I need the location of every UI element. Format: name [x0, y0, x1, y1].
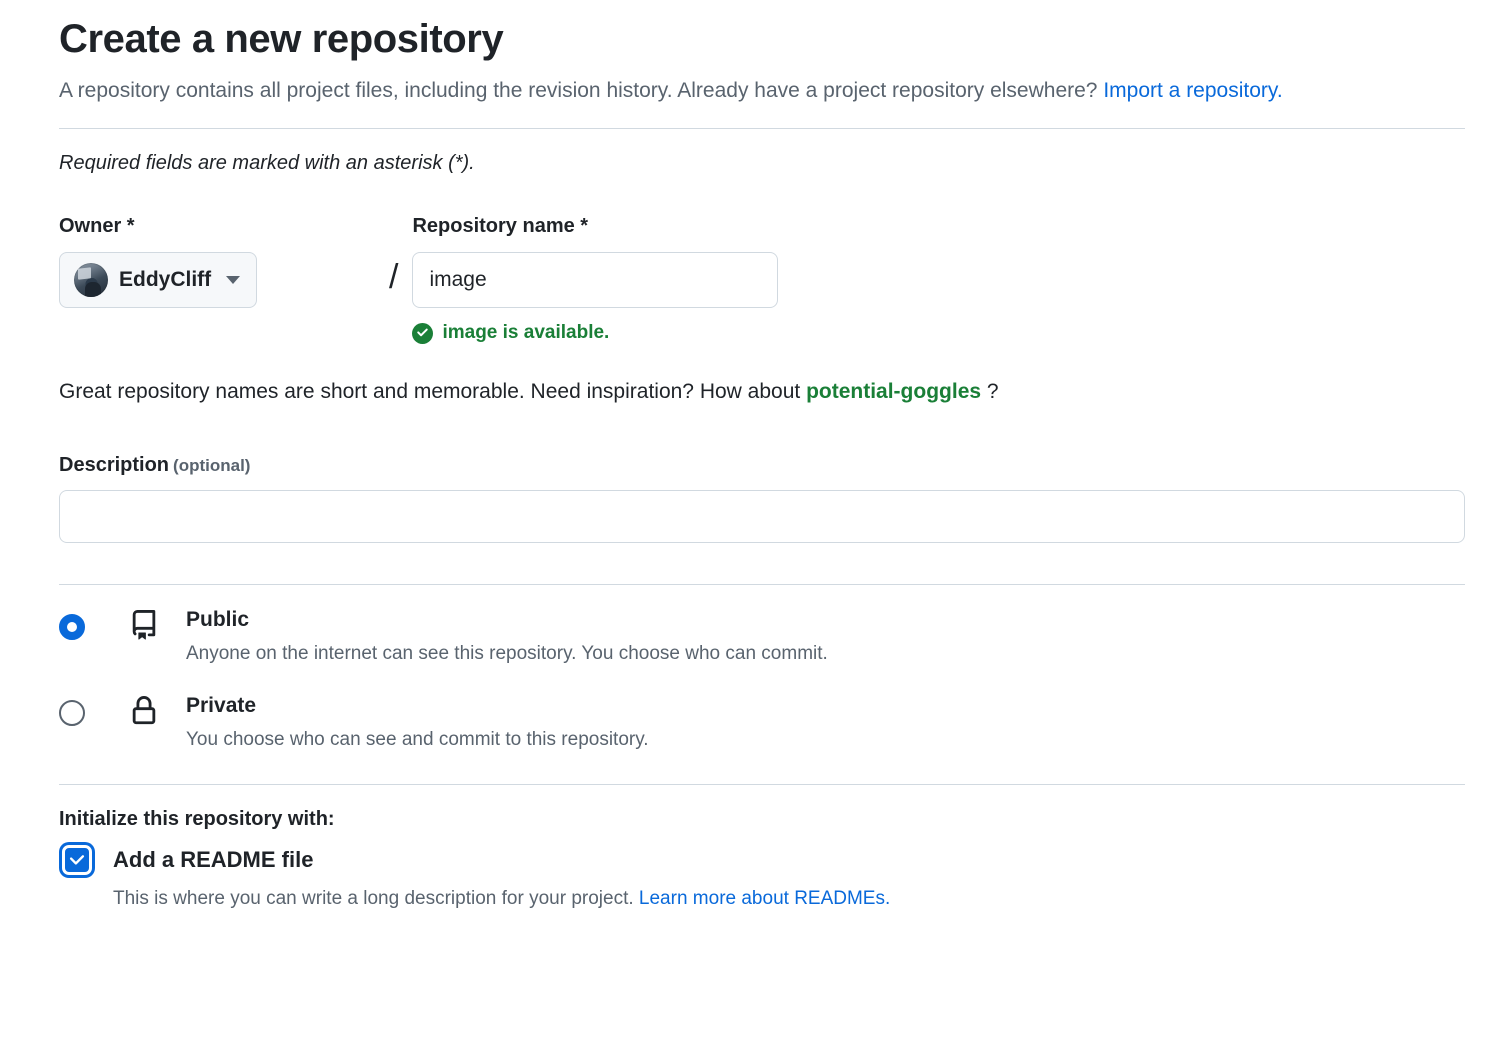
add-readme-row[interactable]: Add a README file [59, 845, 1465, 876]
user-avatar-icon [74, 263, 108, 298]
repo-icon [129, 610, 165, 645]
owner-label: Owner * [59, 215, 135, 238]
visibility-public-description: Anyone on the internet can see this repo… [186, 642, 828, 664]
owner-name: EddyCliff [119, 268, 212, 292]
add-readme-description-text: This is where you can write a long descr… [113, 888, 634, 910]
visibility-private-text: Private You choose who can see and commi… [186, 693, 649, 752]
visibility-option-private[interactable]: Private You choose who can see and commi… [59, 693, 1465, 752]
description-label-text: Description [59, 454, 170, 477]
import-repository-link[interactable]: Import a repository. [1103, 79, 1283, 102]
divider-top [59, 128, 1465, 130]
suggested-name-link[interactable]: potential-goggles [806, 380, 982, 404]
checkbox-add-readme[interactable] [62, 845, 92, 876]
visibility-private-title: Private [186, 694, 257, 718]
name-suggestion: Great repository names are short and mem… [59, 380, 1465, 404]
owner-and-name-row: Owner * EddyCliff / Repository name * im… [59, 215, 1465, 344]
visibility-private-description: You choose who can see and commit to thi… [186, 728, 649, 750]
page-subtitle: A repository contains all project files,… [59, 76, 1465, 106]
add-readme-description: This is where you can write a long descr… [113, 887, 1465, 912]
description-optional-tag: (optional) [173, 456, 251, 476]
subtitle-text: A repository contains all project files,… [59, 79, 1098, 102]
divider-initialize [59, 784, 1465, 786]
owner-field: Owner * EddyCliff [59, 215, 375, 309]
learn-more-readmes-link[interactable]: Learn more about READMEs. [638, 888, 891, 910]
visibility-public-title: Public [186, 608, 250, 632]
owner-repo-separator: / [389, 258, 399, 297]
availability-status: image is available. [412, 322, 782, 344]
divider-visibility [59, 584, 1465, 586]
repository-name-label: Repository name * [412, 215, 589, 238]
description-label: Description(optional) [59, 454, 1465, 477]
description-field: Description(optional) [59, 454, 1465, 544]
required-fields-note: Required fields are marked with an aster… [59, 152, 475, 175]
visibility-option-public[interactable]: Public Anyone on the internet can see th… [59, 607, 1465, 666]
initialize-section: Initialize this repository with: Add a R… [59, 808, 1465, 912]
repository-name-field: Repository name * image is available. [412, 215, 782, 344]
add-readme-label: Add a README file [113, 847, 314, 873]
check-icon [69, 855, 85, 865]
repository-name-input[interactable] [412, 252, 779, 309]
availability-text: image is available. [442, 322, 610, 344]
initialize-title: Initialize this repository with: [59, 808, 335, 831]
radio-public[interactable] [59, 614, 85, 641]
page-title: Create a new repository [59, 17, 504, 61]
visibility-options: Public Anyone on the internet can see th… [59, 607, 1465, 752]
chevron-down-icon [226, 276, 241, 285]
suggestion-prefix: Great repository names are short and mem… [59, 380, 801, 404]
visibility-public-text: Public Anyone on the internet can see th… [186, 607, 828, 666]
description-input[interactable] [59, 490, 1465, 544]
owner-select-button[interactable]: EddyCliff [59, 252, 258, 309]
suggestion-suffix: ? [986, 380, 999, 404]
radio-private[interactable] [59, 700, 85, 727]
lock-icon [129, 696, 165, 731]
check-circle-fill-icon [412, 322, 434, 344]
